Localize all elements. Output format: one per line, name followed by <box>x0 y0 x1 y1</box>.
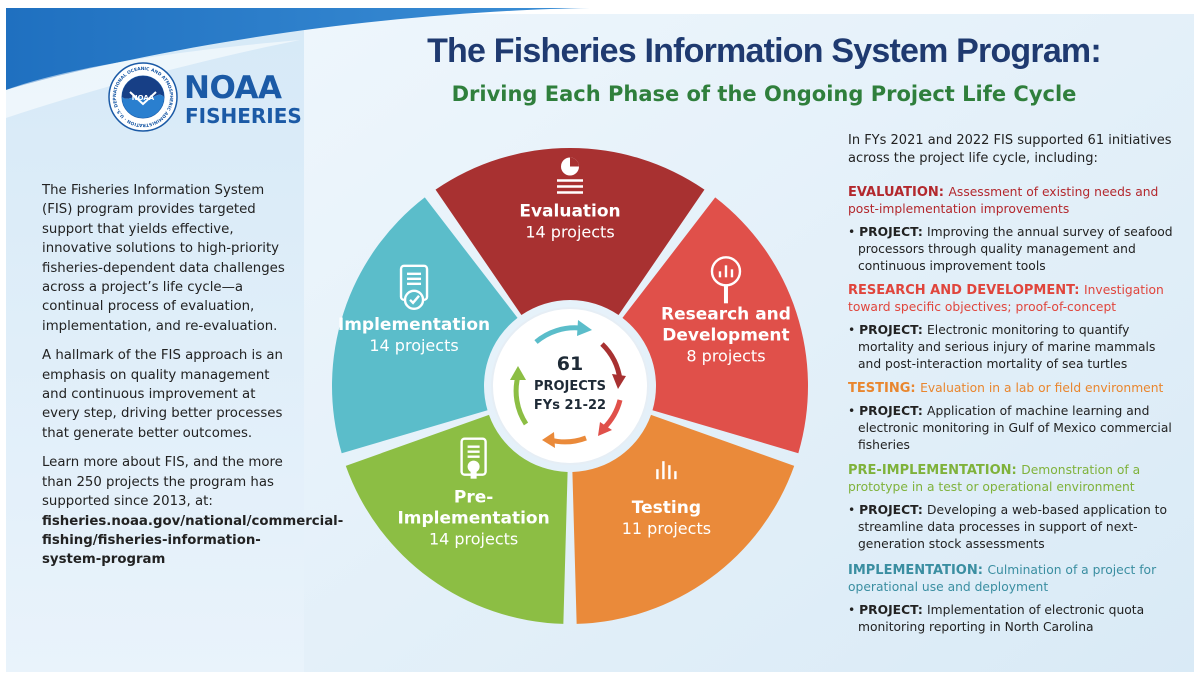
phase-key: RESEARCH AND DEVELOPMENT: <box>848 283 1084 298</box>
project-description: Electronic monitoring to quantify mortal… <box>858 323 1156 371</box>
segment-pre-implementation-shape <box>345 414 568 624</box>
segment-pre-implementation-label: Pre- <box>454 488 493 508</box>
segment-evaluation-label: Evaluation <box>519 202 620 222</box>
noaa-seal-icon: NATIONAL OCEANIC AND ATMOSPHERIC ADMINIS… <box>108 62 178 132</box>
project-key: PROJECT: <box>859 323 928 337</box>
bar-chart-icon <box>656 461 677 480</box>
intro-learn-more: Learn more about FIS, and the more than … <box>42 455 283 510</box>
segment-implementation-shape <box>332 197 518 454</box>
project-description: Developing a web-based application to st… <box>858 503 1168 551</box>
clipboard-icon <box>460 437 487 479</box>
logo-word-noaa: NOAA <box>184 70 282 106</box>
hub-label-projects: PROJECTS <box>534 379 606 394</box>
phase-project-0: • PROJECT: Improving the annual survey o… <box>848 225 1173 273</box>
project-key: PROJECT: <box>859 603 928 617</box>
phase-project-1: • PROJECT: Electronic monitoring to quan… <box>848 323 1156 371</box>
phase-description: Culmination of a project for operational… <box>848 563 1157 594</box>
magnifier-chart-icon <box>710 256 742 304</box>
intro-paragraph-2: A hallmark of the FIS approach is an emp… <box>42 348 283 441</box>
phase-description: Assessment of existing needs and post-im… <box>848 185 1159 216</box>
hub-label-fys: FYs 21-22 <box>534 398 606 413</box>
cycle-arrows-icon <box>510 320 626 448</box>
phase-description: Evaluation in a lab or field environment <box>920 381 1164 395</box>
segment-testing-shape <box>572 414 795 624</box>
fis-website-link[interactable]: fisheries.noaa.gov/national/commercial-f… <box>42 513 344 568</box>
hub-number: 61 <box>557 353 583 375</box>
phase-project-2: • PROJECT: Application of machine learni… <box>848 404 1172 452</box>
checklist-icon <box>399 264 429 311</box>
segment-pre-implementation-label: Implementation <box>397 509 549 529</box>
segment-implementation-label: Implementation <box>338 315 490 335</box>
segment-research-and-development-shape <box>622 197 808 454</box>
segment-evaluation-count: 14 projects <box>525 223 614 242</box>
page-title: The Fisheries Information System Program… <box>427 32 1102 70</box>
segment-testing-count: 11 projects <box>622 519 711 538</box>
phase-project-3: • PROJECT: Developing a web-based applic… <box>848 503 1168 551</box>
phase-heading-0: EVALUATION: Assessment of existing needs… <box>848 184 1178 218</box>
phase-project-4: • PROJECT: Implementation of electronic … <box>848 603 1145 634</box>
phase-heading-4: IMPLEMENTATION: Culmination of a project… <box>848 562 1178 596</box>
phase-key: IMPLEMENTATION: <box>848 563 988 578</box>
segment-evaluation-shape <box>435 147 705 316</box>
segment-research-and-development-count: 8 projects <box>686 346 765 365</box>
project-description: Implementation of electronic quota monit… <box>858 603 1145 634</box>
phase-description: Investigation toward specific objectives… <box>848 283 1164 314</box>
phase-description: Demonstration of a prototype in a test o… <box>848 463 1141 494</box>
phase-key: EVALUATION: <box>848 185 949 200</box>
project-description: Improving the annual survey of seafood p… <box>858 225 1173 273</box>
project-description: Application of machine learning and elec… <box>858 404 1172 452</box>
page-subtitle: Driving Each Phase of the Ongoing Projec… <box>451 82 1077 106</box>
phase-key: PRE-IMPLEMENTATION: <box>848 463 1022 478</box>
segment-testing-label: Testing <box>632 498 701 518</box>
segment-research-and-development-label: Development <box>662 325 789 345</box>
project-key: PROJECT: <box>859 503 928 517</box>
right-panel-intro: In FYs 2021 and 2022 FIS supported 61 in… <box>848 133 1172 166</box>
project-key: PROJECT: <box>859 225 928 239</box>
seal-center: NOAA <box>132 94 155 102</box>
noaa-fisheries-logo[interactable]: NATIONAL OCEANIC AND ATMOSPHERIC ADMINIS… <box>108 62 302 138</box>
intro-paragraph-3: Learn more about FIS, and the more than … <box>42 453 344 569</box>
segment-pre-implementation-count: 14 projects <box>429 530 518 549</box>
intro-paragraph-1: The Fisheries Information System (FIS) p… <box>42 183 285 334</box>
project-key: PROJECT: <box>859 404 928 418</box>
pie-chart-icon <box>557 157 583 194</box>
header-wave <box>6 8 590 90</box>
phase-heading-1: RESEARCH AND DEVELOPMENT: Investigation … <box>848 282 1178 316</box>
phase-heading-2: TESTING: Evaluation in a lab or field en… <box>848 380 1178 397</box>
phase-heading-3: PRE-IMPLEMENTATION: Demonstration of a p… <box>848 462 1178 496</box>
logo-word-fisheries: FISHERIES <box>185 104 302 128</box>
segment-implementation-count: 14 projects <box>369 336 458 355</box>
intro-text: The Fisheries Information System (FIS) p… <box>42 181 344 580</box>
phase-key: TESTING: <box>848 381 921 396</box>
segment-research-and-development-label: Research and <box>661 304 791 324</box>
